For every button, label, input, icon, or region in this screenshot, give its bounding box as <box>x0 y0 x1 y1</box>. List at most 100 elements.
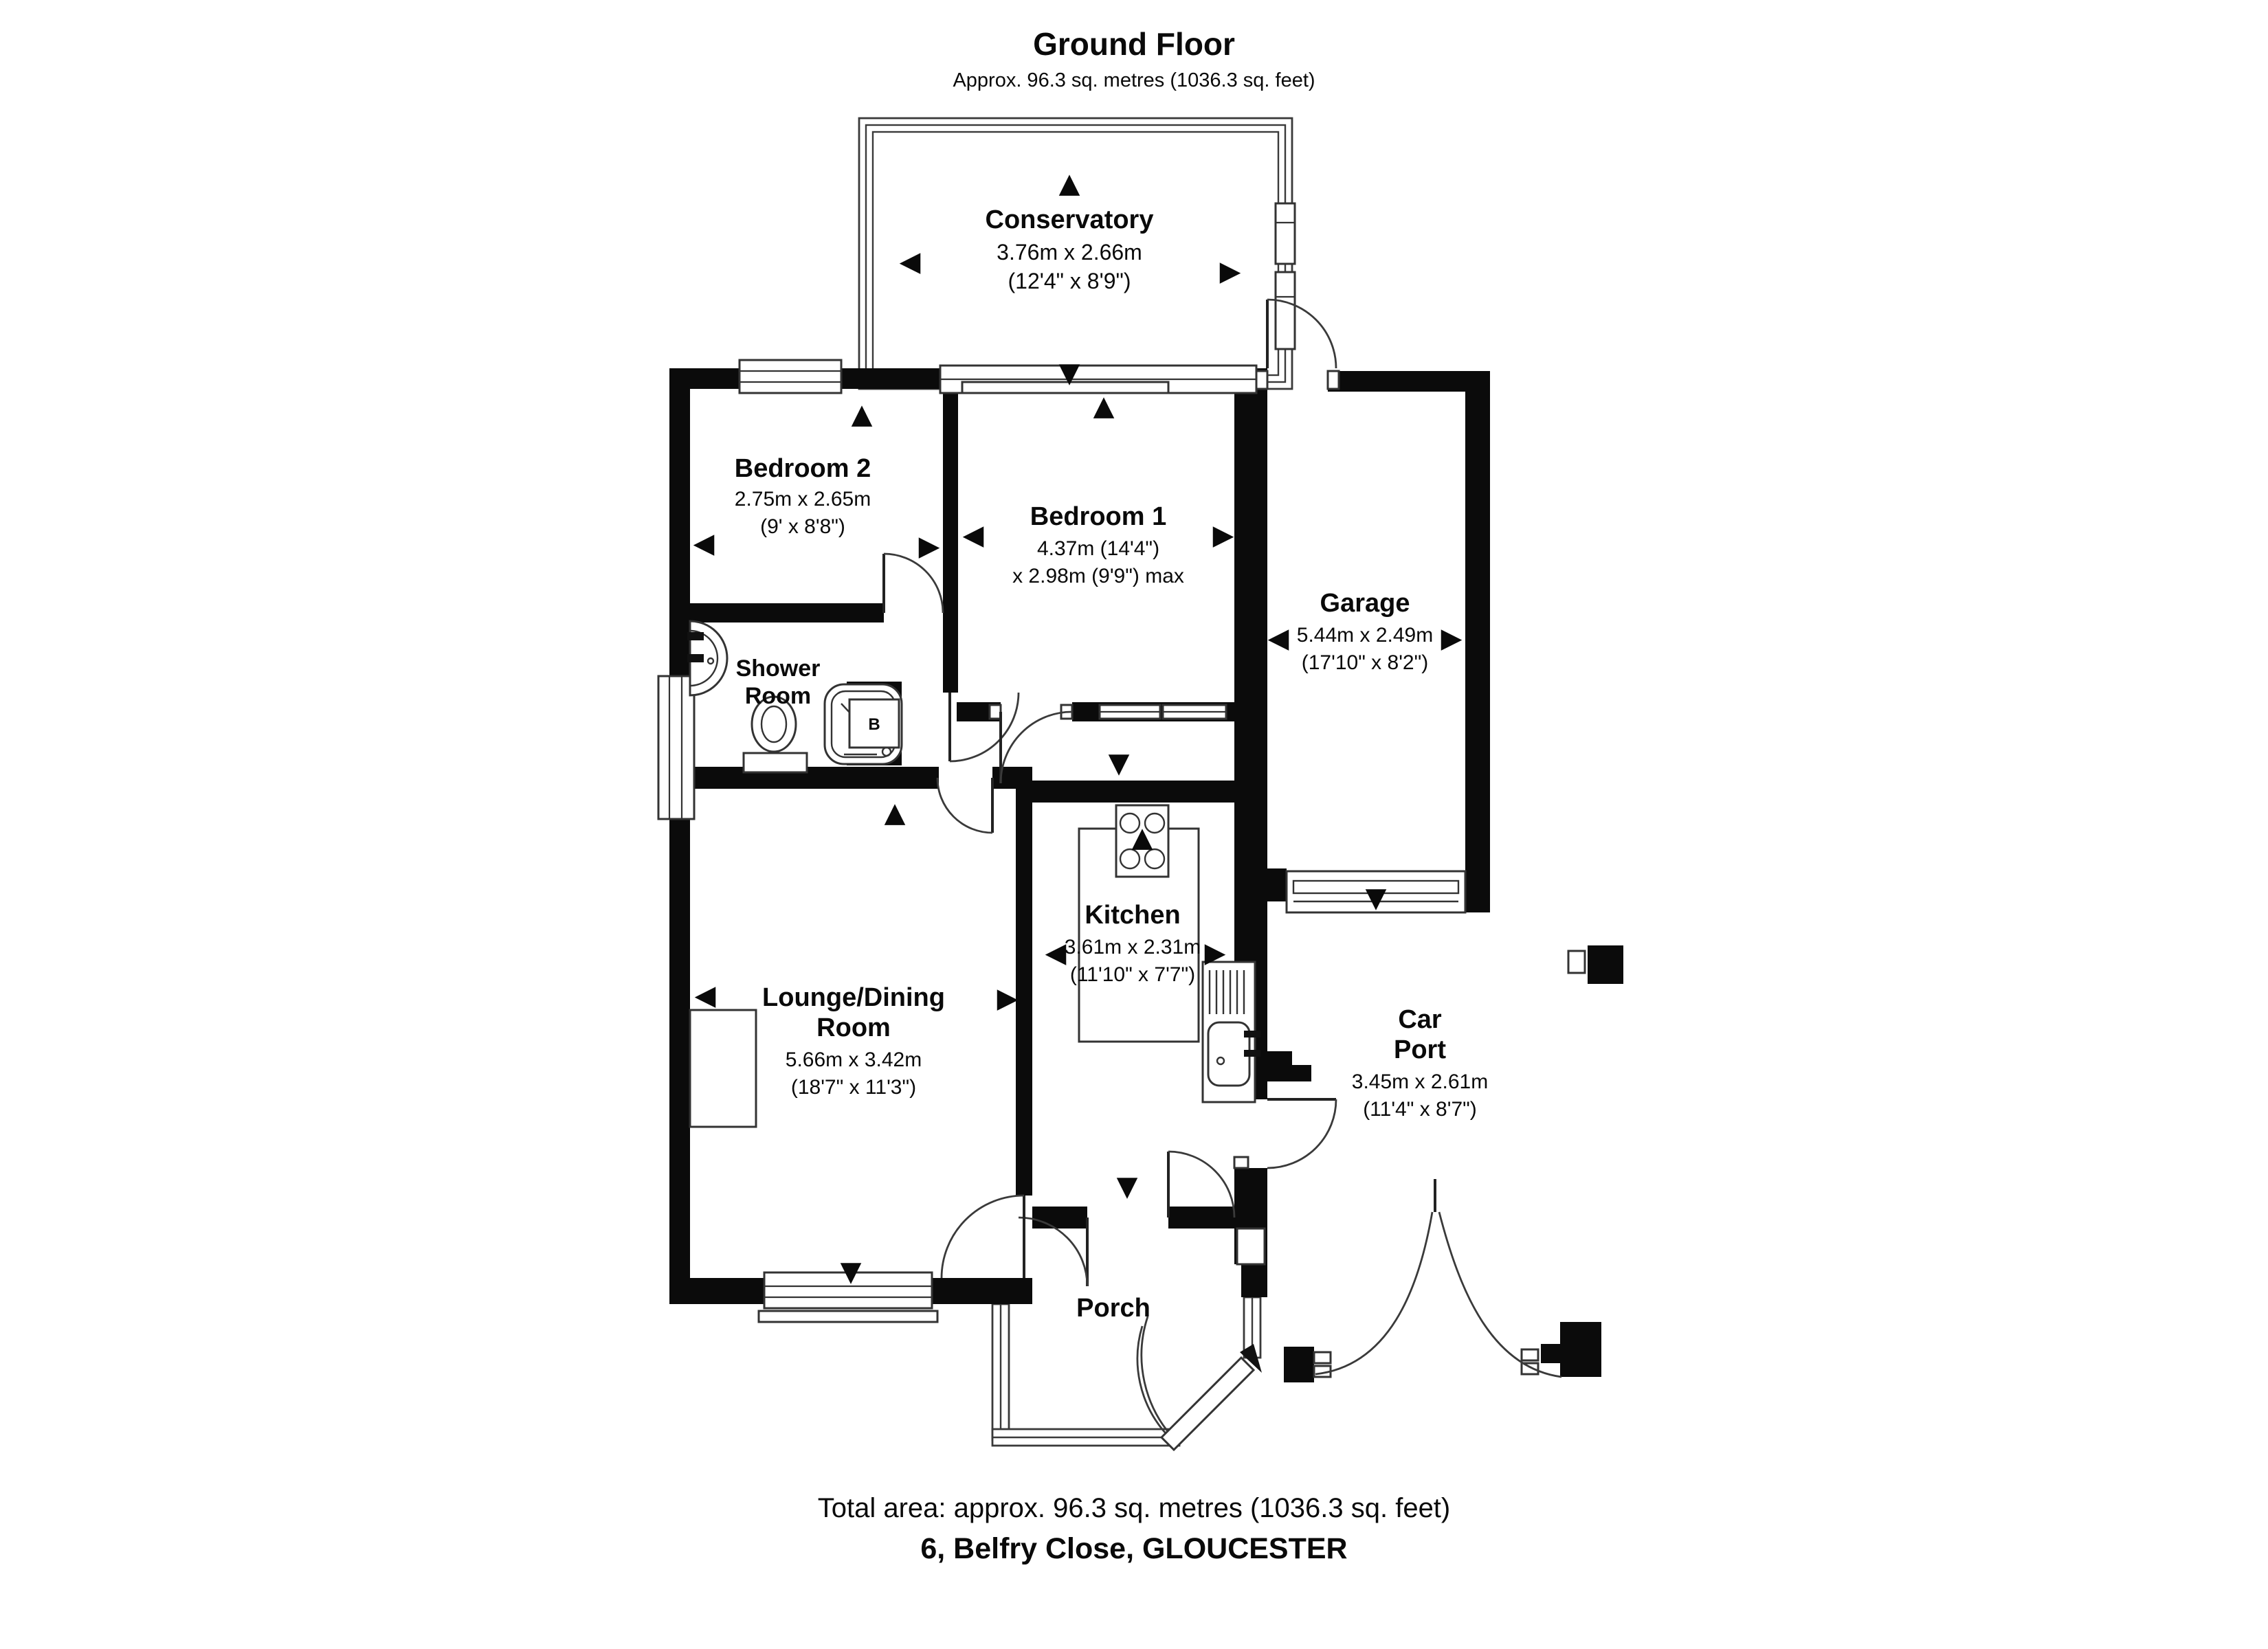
carport-post-bottom-right-step <box>1541 1344 1560 1363</box>
lounge-arrow-right-icon: ▶ <box>997 983 1019 1014</box>
carport-door <box>1267 1098 1337 1169</box>
jamb-gate-right-b <box>1520 1362 1539 1376</box>
conservatory-arrow-up-icon: ▲ <box>1059 168 1080 199</box>
kitchen-arrow-left-icon: ◀ <box>1045 937 1067 969</box>
wall-lounge-kitchen-upper <box>1016 767 1032 1196</box>
conservatory-label: Conservatory 3.76m x 2.66m (12'4" x 8'9"… <box>986 205 1154 293</box>
bedroom2-label: Bedroom 2 2.75m x 2.65m (9' x 8'8") <box>735 454 871 538</box>
car-port-name-line2: Port <box>1394 1035 1446 1064</box>
carport-post-bottom-left <box>1284 1347 1314 1382</box>
boiler-cupboard: B <box>848 698 900 749</box>
lounge-dims-metric: 5.66m x 3.42m <box>786 1048 922 1071</box>
bedroom2-window <box>738 359 843 394</box>
hall-arrow-down-icon: ▼ <box>1109 748 1130 779</box>
kitchen-dims-imperial: (11'10" x 7'7") <box>1070 963 1195 986</box>
lounge-arrow-up-icon: ▲ <box>885 797 906 829</box>
lounge-window <box>757 1271 939 1323</box>
lobby-door-porch <box>1018 1216 1089 1287</box>
jamb-carport-door-2 <box>1233 1156 1249 1169</box>
wall-garage-bottom-right <box>1465 866 1490 912</box>
lounge-name-line1: Lounge/Dining <box>762 983 945 1012</box>
jamb-bedroom1-door <box>988 704 1002 720</box>
porch-entrance-door <box>1136 1316 1262 1452</box>
wall-garage-top <box>1328 371 1490 392</box>
shower-room-name-line1: Shower <box>736 655 821 682</box>
wall-shower-top <box>690 603 884 622</box>
plan-header: Ground Floor Approx. 96.3 sq. metres (10… <box>953 26 1315 91</box>
wall-porch-right-pier <box>1241 1264 1267 1297</box>
conservatory-dims-imperial: (12'4" x 8'9") <box>1008 269 1131 293</box>
bedroom1-name: Bedroom 1 <box>1030 502 1166 531</box>
bedroom2-arrow-left-icon: ◀ <box>693 528 715 559</box>
wall-lobby-right <box>1168 1207 1234 1229</box>
garage-arrow-right-icon: ▶ <box>1441 622 1463 654</box>
conservatory-arrow-right-icon: ▶ <box>1220 256 1241 287</box>
bedroom1-door <box>999 710 1073 784</box>
lounge-dims-imperial: (18'7" x 11'3") <box>791 1076 916 1099</box>
garage-name: Garage <box>1320 589 1410 618</box>
kitchen-sink-unit <box>1201 961 1260 1103</box>
shower-room-name-line2: Room <box>745 683 811 709</box>
wall-garage-right <box>1465 371 1490 890</box>
porch-right-window <box>1236 1227 1266 1266</box>
hall-serving-windows <box>1098 704 1227 720</box>
conservatory-name: Conservatory <box>986 205 1154 234</box>
porch-name: Porch <box>1076 1294 1150 1323</box>
kitchen-hob <box>1115 804 1170 878</box>
lounge-arrow-left-icon: ◀ <box>695 980 716 1011</box>
garage-door-arrow-down-icon: ▼ <box>1366 882 1387 914</box>
total-area-text: Total area: approx. 96.3 sq. metres (103… <box>818 1493 1451 1523</box>
conservatory-dims-metric: 3.76m x 2.66m <box>997 240 1142 265</box>
lounge-label: Lounge/Dining Room 5.66m x 3.42m (18'7" … <box>762 983 945 1099</box>
garage-label: Garage 5.44m x 2.49m (17'10" x 8'2") <box>1297 589 1433 674</box>
wall-right-below-carport-door <box>1234 1168 1267 1229</box>
wall-house-garage-shared <box>1234 389 1267 877</box>
carport-post-top-right <box>1588 945 1623 984</box>
kitchen-label: Kitchen 3.61m x 2.31m (11'10" x 7'7") <box>1065 901 1201 986</box>
bedroom2-name: Bedroom 2 <box>735 454 871 483</box>
wall-left-exterior <box>669 368 690 1304</box>
windows <box>657 202 1296 1323</box>
lounge-arrow-down-icon: ▼ <box>841 1256 862 1288</box>
wall-bedroom-partition <box>943 389 958 693</box>
conservatory-house-window <box>939 364 1258 394</box>
jamb-side-door-right <box>1326 370 1340 390</box>
bedroom2-arrow-right-icon: ▶ <box>919 530 940 562</box>
bedroom2-dims-imperial: (9' x 8'8") <box>760 515 845 538</box>
page-title: Ground Floor <box>1033 26 1235 62</box>
porch-arrow-down-icon: ▼ <box>1117 1171 1138 1202</box>
door-jambs <box>988 370 1586 1378</box>
car-port-dims-metric: 3.45m x 2.61m <box>1352 1070 1488 1093</box>
bedroom2-arrow-up-icon: ▲ <box>852 399 873 430</box>
measure-arrows: ▲ ◀ ▶ ▼ ▲ ◀ ▶ ◀ ▲ ▶ ◀ ▶ ▼ ▼ ▲ ◀ ▶ ◀ ▶ ▲ … <box>693 168 1463 1288</box>
lounge-door <box>936 777 994 834</box>
lobby-door-kitchen <box>1167 1150 1236 1218</box>
garage-dims-imperial: (17'10" x 8'2") <box>1302 651 1429 674</box>
garage-arrow-left-icon: ◀ <box>1268 622 1289 654</box>
carport-post-bottom-right <box>1560 1322 1601 1377</box>
bedroom2-dims-metric: 2.75m x 2.65m <box>735 488 871 511</box>
conservatory-glazing-outer <box>858 117 1293 390</box>
bedroom1-arrow-up-icon: ▲ <box>1093 390 1115 422</box>
garage-dims-metric: 5.44m x 2.49m <box>1297 624 1433 647</box>
conservatory-arrow-down-icon: ▼ <box>1059 357 1080 389</box>
garage-side-door <box>1266 298 1337 369</box>
wall-kitchen-top <box>1016 781 1234 803</box>
jamb-gate-right-a <box>1520 1348 1539 1362</box>
shower-room-window <box>657 675 696 820</box>
bedroom1-arrow-left-icon: ◀ <box>963 519 984 551</box>
kitchen-arrow-right-icon: ▶ <box>1205 937 1226 969</box>
jamb-side-door-left <box>1255 370 1269 390</box>
carport-gates <box>1315 1179 1562 1378</box>
shower-room-label: Shower Room <box>736 655 821 709</box>
conservatory-arrow-left-icon: ◀ <box>900 246 921 278</box>
kitchen-name: Kitchen <box>1085 901 1180 930</box>
bedroom1-arrow-right-icon: ▶ <box>1213 519 1234 551</box>
shower-sink <box>687 620 729 697</box>
plan-footer: Total area: approx. 96.3 sq. metres (103… <box>818 1493 1451 1565</box>
fixtures: B <box>687 620 1467 1128</box>
bedroom2-door <box>882 552 944 614</box>
address-text: 6, Belfry Close, GLOUCESTER <box>920 1532 1347 1565</box>
lounge-chimney-breast <box>689 1009 757 1128</box>
